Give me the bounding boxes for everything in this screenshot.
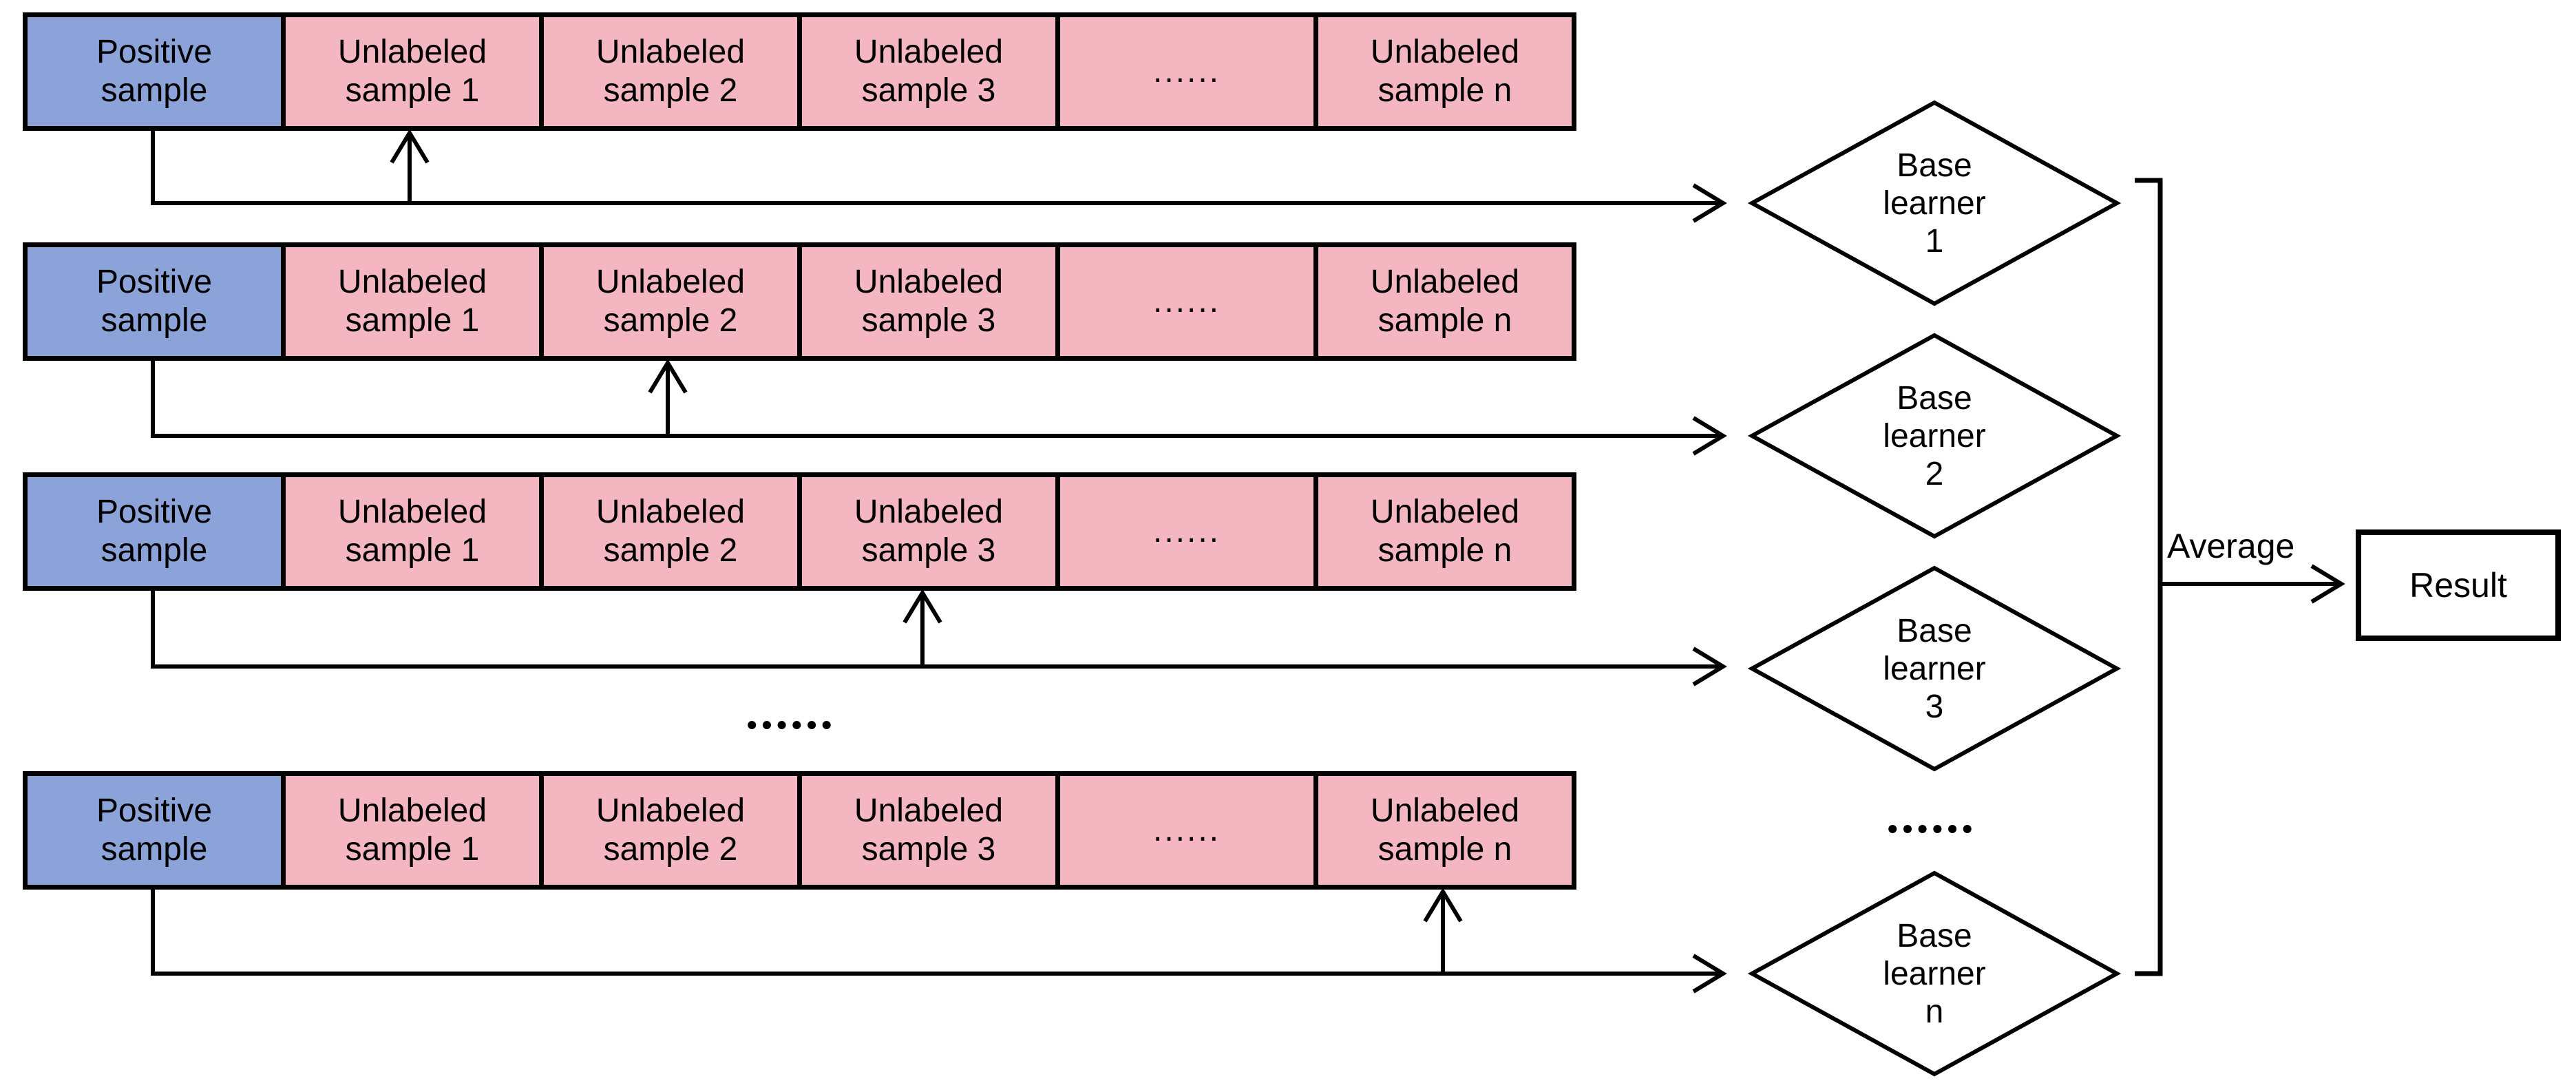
unlabeled-sample-2-cell: Unlabeled sample 2 bbox=[544, 247, 797, 356]
unlabeled-sample-1-cell: Unlabeled sample 1 bbox=[286, 477, 539, 586]
unlabeled-sample-3-cell: Unlabeled sample 3 bbox=[802, 776, 1055, 885]
ellipsis-cell: ...... bbox=[1060, 477, 1313, 586]
ellipsis-cell: ...... bbox=[1060, 247, 1313, 356]
unlabeled-sample-1-cell: Unlabeled sample 1 bbox=[286, 776, 539, 885]
ellipsis-cell: ...... bbox=[1060, 776, 1313, 885]
arrowhead-row-1-right bbox=[1692, 183, 1727, 223]
arrowhead-row-2-up bbox=[648, 359, 688, 394]
unlabeled-sample-3-cell: Unlabeled sample 3 bbox=[802, 477, 1055, 586]
unlabeled-sample-2-cell: Unlabeled sample 2 bbox=[544, 776, 797, 885]
positive-sample-cell: Positive sample bbox=[28, 776, 281, 885]
average-label: Average bbox=[2167, 527, 2295, 565]
sample-row-3: Positive sample Unlabeled sample 1 Unlab… bbox=[23, 472, 1576, 591]
base-learner-1-label: Base learner 1 bbox=[1883, 147, 1986, 260]
unlabeled-sample-2-cell: Unlabeled sample 2 bbox=[544, 477, 797, 586]
base-learner-n-label: Base learner n bbox=[1883, 917, 1986, 1030]
unlabeled-sample-1-cell: Unlabeled sample 1 bbox=[286, 247, 539, 356]
arrowhead-average bbox=[2310, 564, 2345, 604]
connector-row-2 bbox=[151, 361, 1721, 438]
sample-row-1: Positive sample Unlabeled sample 1 Unlab… bbox=[23, 12, 1576, 131]
sample-row-2: Positive sample Unlabeled sample 1 Unlab… bbox=[23, 242, 1576, 361]
positive-sample-cell: Positive sample bbox=[28, 477, 281, 586]
arrowhead-row-3-up bbox=[902, 589, 942, 624]
unlabeled-sample-n-cell: Unlabeled sample n bbox=[1318, 17, 1572, 126]
arrowhead-row-2-right bbox=[1692, 416, 1727, 456]
arrowhead-row-4-up bbox=[1423, 888, 1463, 923]
base-learner-n-shape bbox=[1747, 870, 2122, 1077]
base-learner-2-label: Base learner 2 bbox=[1883, 379, 1986, 492]
result-label: Result bbox=[2409, 566, 2507, 605]
base-learner-3-shape bbox=[1747, 565, 2122, 772]
connector-row-3 bbox=[151, 591, 1721, 669]
ensemble-bracket bbox=[2135, 178, 2163, 976]
connector-row-4 bbox=[151, 890, 1721, 976]
learners-ellipsis: •••••• bbox=[1887, 812, 1978, 845]
arrowhead-row-3-right bbox=[1692, 647, 1727, 686]
arrowhead-row-4-right bbox=[1692, 954, 1727, 994]
unlabeled-sample-n-cell: Unlabeled sample n bbox=[1318, 776, 1572, 885]
base-learner-1-shape bbox=[1747, 100, 2122, 306]
unlabeled-sample-n-cell: Unlabeled sample n bbox=[1318, 247, 1572, 356]
positive-sample-cell: Positive sample bbox=[28, 17, 281, 126]
unlabeled-sample-1-cell: Unlabeled sample 1 bbox=[286, 17, 539, 126]
arrowhead-row-1-up bbox=[390, 129, 430, 164]
positive-sample-cell: Positive sample bbox=[28, 247, 281, 356]
unlabeled-sample-2-cell: Unlabeled sample 2 bbox=[544, 17, 797, 126]
ellipsis-cell: ...... bbox=[1060, 17, 1313, 126]
result-box: Result bbox=[2356, 529, 2561, 641]
rows-ellipsis: •••••• bbox=[746, 709, 837, 741]
unlabeled-sample-3-cell: Unlabeled sample 3 bbox=[802, 17, 1055, 126]
unlabeled-sample-n-cell: Unlabeled sample n bbox=[1318, 477, 1572, 586]
base-learner-2-shape bbox=[1747, 333, 2122, 539]
unlabeled-sample-3-cell: Unlabeled sample 3 bbox=[802, 247, 1055, 356]
base-learner-3-label: Base learner 3 bbox=[1883, 612, 1986, 725]
connector-row-1 bbox=[151, 131, 1721, 205]
sample-row-4: Positive sample Unlabeled sample 1 Unlab… bbox=[23, 771, 1576, 890]
